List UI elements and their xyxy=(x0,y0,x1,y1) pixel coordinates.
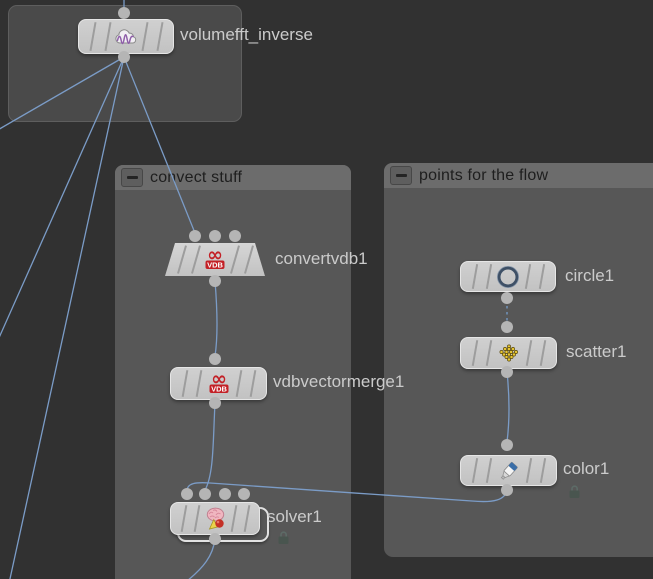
input-connector[interactable] xyxy=(189,230,201,242)
volume-fft-cloud-icon xyxy=(115,28,137,44)
input-connector[interactable] xyxy=(181,488,193,500)
node-vdbvectormerge1[interactable]: ∞ VDB xyxy=(170,367,267,400)
output-connector[interactable] xyxy=(209,275,221,287)
node-circle1[interactable] xyxy=(460,261,556,292)
input-connector[interactable] xyxy=(118,7,130,19)
lock-icon xyxy=(569,485,580,498)
lock-icon xyxy=(278,531,289,544)
input-connector[interactable] xyxy=(209,353,221,365)
output-connector[interactable] xyxy=(501,366,513,378)
svg-text:VDB: VDB xyxy=(211,384,227,393)
svg-text:VDB: VDB xyxy=(207,260,223,269)
collapse-box-button[interactable] xyxy=(121,168,143,187)
node-label: color1 xyxy=(563,459,610,478)
vdb-infinity-icon: ∞ VDB xyxy=(205,247,225,269)
node-label: vdbvectormerge1 xyxy=(273,372,405,391)
node-label: volumefft_inverse xyxy=(180,25,313,44)
solver-brain-icon xyxy=(206,507,225,530)
input-connector[interactable] xyxy=(238,488,250,500)
node-convertvdb1[interactable]: ∞ VDB xyxy=(165,243,265,276)
input-connector[interactable] xyxy=(501,321,513,333)
node-label: circle1 xyxy=(565,266,615,285)
node-label: scatter1 xyxy=(566,342,627,361)
node-label: convertvdb1 xyxy=(275,249,368,268)
input-connector[interactable] xyxy=(209,230,221,242)
output-connector[interactable] xyxy=(209,397,221,409)
output-connector[interactable] xyxy=(501,484,513,496)
minus-icon xyxy=(126,176,138,179)
network-box-header[interactable]: points for the flow xyxy=(384,163,653,188)
network-box-title: points for the flow xyxy=(419,166,549,184)
scatter-points-icon xyxy=(499,344,518,362)
input-connector[interactable] xyxy=(229,230,241,242)
input-connector[interactable] xyxy=(199,488,211,500)
output-connector[interactable] xyxy=(209,533,221,545)
output-connector[interactable] xyxy=(501,292,513,304)
vdb-infinity-icon: ∞ VDB xyxy=(209,371,228,393)
input-connector[interactable] xyxy=(501,439,513,451)
node-label: solver1 xyxy=(267,507,322,526)
node-volumefft-inverse[interactable] xyxy=(78,19,174,54)
network-box-title: convect stuff xyxy=(150,168,243,186)
minus-icon xyxy=(395,174,407,177)
output-connector[interactable] xyxy=(118,51,130,63)
collapse-box-button[interactable] xyxy=(390,166,412,185)
network-box-header[interactable]: convect stuff xyxy=(115,165,351,190)
node-scatter1[interactable] xyxy=(460,337,557,369)
input-connector[interactable] xyxy=(219,488,231,500)
node-solver1[interactable] xyxy=(170,502,260,535)
wire-fan-left-3 xyxy=(9,56,125,579)
paint-tube-icon xyxy=(500,461,518,480)
node-color1[interactable] xyxy=(460,455,557,486)
circle-ring-icon xyxy=(496,265,520,288)
